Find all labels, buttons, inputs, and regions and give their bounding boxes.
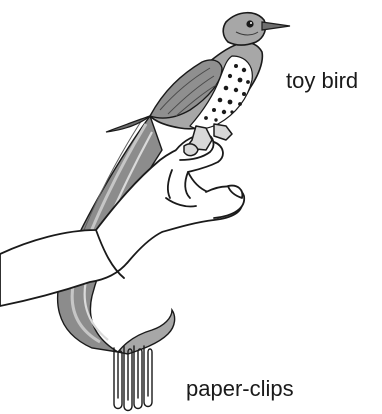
toy-bird-label: toy bird: [286, 70, 358, 92]
paper-clip: [114, 348, 122, 409]
bird-beak: [262, 22, 290, 30]
bird-eye: [246, 20, 253, 27]
paper-clips-label: paper-clips: [186, 378, 294, 400]
paper-clip: [124, 346, 132, 411]
paper-clip: [134, 346, 142, 409]
paper-clip: [144, 346, 152, 407]
paper-clips: [114, 310, 175, 411]
